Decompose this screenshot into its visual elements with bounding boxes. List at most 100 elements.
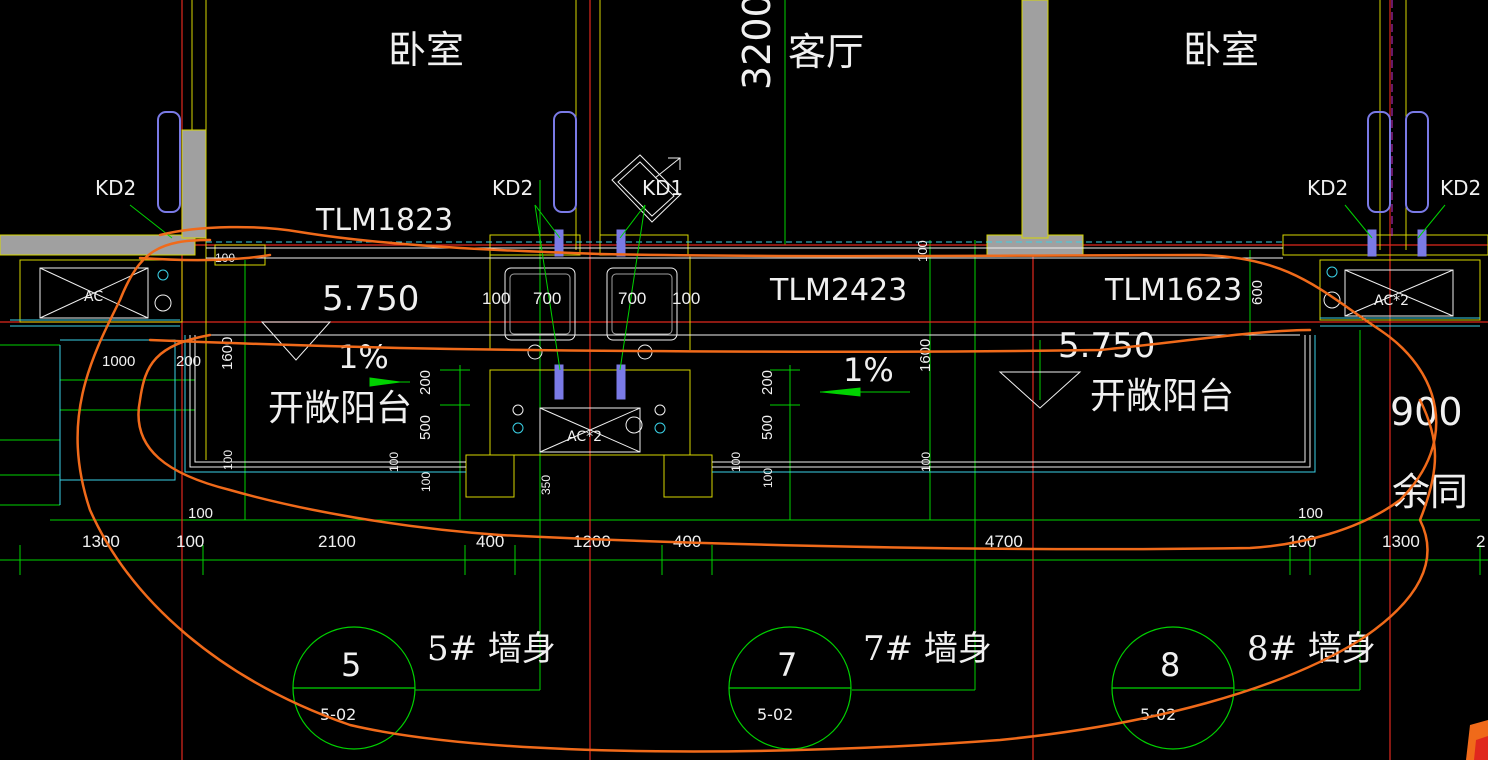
duct-outline <box>1367 111 1391 213</box>
pipe <box>554 364 564 400</box>
axis-label: 8# 墙身 <box>1247 629 1376 669</box>
leader <box>619 204 646 371</box>
dim: 100 <box>482 289 510 308</box>
room-label-bedroom-left: 卧室 <box>388 28 464 72</box>
ledge-block <box>663 454 713 498</box>
drain-pipes <box>554 229 1427 400</box>
dim: 200 <box>176 353 201 370</box>
balcony-outline <box>10 241 1480 505</box>
slope-right: 1% <box>843 351 894 389</box>
room-labels: 卧室 3200 客厅 卧室 <box>388 0 1259 90</box>
room-label-living: 客厅 <box>788 30 864 74</box>
markup-loop-inner <box>137 225 1438 551</box>
ac-unit-left <box>39 267 149 319</box>
balcony-rail <box>712 335 1316 473</box>
axis-number: 7 <box>777 646 797 684</box>
wall-segment <box>1282 234 1488 256</box>
leader <box>1344 204 1373 239</box>
dim: 1300 <box>82 532 120 551</box>
balcony-label-left: 开敞阳台 <box>268 388 412 429</box>
dim: 1600 <box>917 339 934 372</box>
slope-left: 1% <box>338 338 389 376</box>
dim: 500 <box>417 415 434 440</box>
markup-line <box>138 253 272 262</box>
duct-outline <box>553 111 577 213</box>
dim: 200 <box>417 370 434 395</box>
right-ledge-lines <box>1320 317 1480 327</box>
drain-circle <box>625 416 643 434</box>
slope-arrowhead <box>369 377 401 387</box>
dim: 100 <box>419 472 433 492</box>
pipe <box>554 229 564 257</box>
markup-line <box>148 328 1312 353</box>
pipe <box>616 229 626 257</box>
dim: 100 <box>188 505 213 522</box>
dimension-labels: 100 100 700 700 100 100 600 1000 200 160… <box>82 240 1485 551</box>
axis-number: 5 <box>341 646 361 684</box>
green-guides <box>0 0 1488 691</box>
dim: 100 <box>215 251 235 265</box>
dim: 1200 <box>573 532 611 551</box>
dim: 100 <box>919 452 933 472</box>
axis-ref: 5-02 <box>320 705 356 724</box>
washbasin-inner <box>509 273 571 335</box>
leader <box>619 204 646 239</box>
dim: 2 <box>1476 532 1485 551</box>
dim: 2100 <box>318 532 356 551</box>
dim: 200 <box>759 370 776 395</box>
tag-kd2: KD2 <box>1307 176 1348 200</box>
kd1-arrow <box>654 157 681 179</box>
ac-boxes <box>39 266 1454 453</box>
dim: 100 <box>221 450 235 470</box>
dim: 400 <box>476 532 504 551</box>
corner-shape <box>1474 736 1488 760</box>
dim: 100 <box>1298 505 1323 522</box>
dim: 700 <box>618 289 646 308</box>
dim: 1000 <box>102 353 135 370</box>
axis-bubble-5[interactable]: 5 5-02 5# 墙身 <box>292 626 556 750</box>
balcony-label-right: 开敞阳台 <box>1090 376 1234 417</box>
balcony-rail <box>712 335 1306 463</box>
tag-door-tlm1823: TLM1823 <box>315 203 453 238</box>
tag-labels: KD2 KD2 KD1 KD2 KD2 TLM1823 TLM2423 TLM1… <box>95 176 1481 308</box>
elevation-left: 5.750 <box>322 279 419 319</box>
ac-unit-center-x <box>539 407 641 453</box>
wall-segment <box>1021 0 1049 239</box>
pipe <box>616 364 626 400</box>
markup-annotations <box>76 225 1438 753</box>
balcony-rail <box>189 335 466 468</box>
kd1-symbol <box>611 154 681 223</box>
pipe <box>1417 229 1427 257</box>
dim: 100 <box>176 532 204 551</box>
axis-bubble-7[interactable]: 7 5-02 7# 墙身 <box>728 626 992 750</box>
balcony-labels: 5.750 1% 开敞阳台 5.750 1% 开敞阳台 <box>268 279 1234 429</box>
dim: 100 <box>672 289 700 308</box>
dim: 700 <box>533 289 561 308</box>
leader <box>1417 204 1446 239</box>
leader <box>534 204 561 239</box>
washbasin <box>504 267 576 341</box>
drain-circle <box>512 404 524 416</box>
leader <box>129 204 173 239</box>
tag-door-tlm1623: TLM1623 <box>1104 273 1242 308</box>
elevation-triangle <box>998 371 1082 409</box>
washbasin <box>606 267 678 341</box>
balcony-rail <box>184 335 466 473</box>
axis-bubble-8[interactable]: 8 5-02 8# 墙身 <box>1111 626 1376 750</box>
elevation-marks <box>260 321 1082 409</box>
kd1-outline <box>617 161 675 217</box>
drain-circle <box>1323 291 1341 309</box>
wall-segment <box>489 234 581 256</box>
dim: 100 <box>761 468 775 488</box>
ledge-block <box>465 454 515 498</box>
corner-icon <box>1466 720 1488 760</box>
axis-label: 7# 墙身 <box>863 629 992 669</box>
room-label-bedroom-right: 卧室 <box>1183 28 1259 72</box>
drain-circle <box>1326 266 1338 278</box>
drain-circle <box>154 294 172 312</box>
ac-label-right: AC*2 <box>1374 293 1409 309</box>
axis-label: 5# 墙身 <box>427 629 556 669</box>
drain-circle <box>512 422 524 434</box>
